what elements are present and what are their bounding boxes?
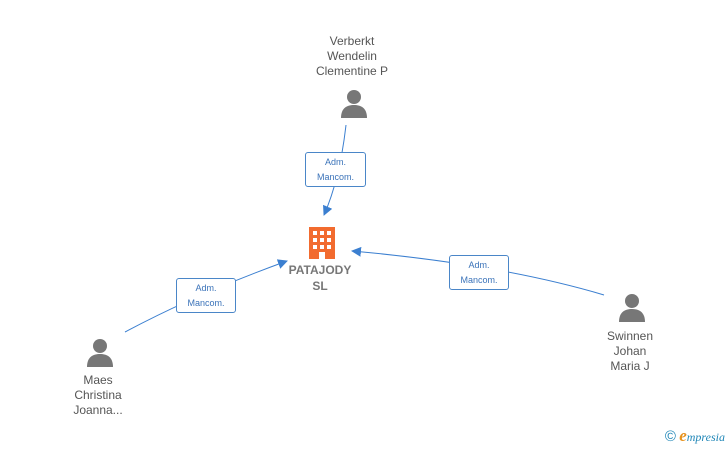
copyright-icon: © [664, 428, 676, 445]
edge-label-swinnen[interactable]: Adm. Mancom. [449, 255, 509, 290]
person-name-line: Christina [74, 388, 122, 402]
company-name-line2: SL [312, 279, 328, 293]
person-icon[interactable] [339, 88, 369, 118]
company-name-line1: PATAJODY [288, 263, 352, 277]
person-name-line: Johan [613, 344, 647, 358]
building-icon[interactable] [306, 225, 338, 259]
edge-label-verberkt[interactable]: Adm. Mancom. [305, 152, 366, 187]
person-name-line: Clementine P [315, 64, 389, 78]
person-name-line: Joanna... [73, 403, 123, 417]
person-name-line: Wendelin [327, 49, 377, 63]
edge-role-line1: Adm. [324, 157, 346, 167]
brand-watermark: © empresia [665, 426, 725, 446]
brand-initial: e [679, 426, 687, 445]
company-label[interactable]: PATAJODY SL [270, 262, 370, 294]
edge-label-maes[interactable]: Adm. Mancom. [176, 278, 236, 313]
brand-name: mpresia [686, 430, 725, 444]
edge-role-line2: Mancom. [187, 298, 225, 308]
person-label-verberkt[interactable]: Verberkt Wendelin Clementine P [302, 34, 402, 79]
person-icon[interactable] [85, 337, 115, 367]
person-name-line: Verberkt [329, 34, 375, 48]
person-label-maes[interactable]: Maes Christina Joanna... [48, 373, 148, 418]
edge-role-line2: Mancom. [316, 172, 354, 182]
person-name-line: Maes [83, 373, 113, 387]
edge-role-line1: Adm. [468, 260, 490, 270]
person-label-swinnen[interactable]: Swinnen Johan Maria J [580, 329, 680, 374]
person-icon[interactable] [617, 292, 647, 322]
person-name-line: Maria J [610, 359, 650, 373]
edge-role-line1: Adm. [195, 283, 217, 293]
edge-role-line2: Mancom. [460, 275, 498, 285]
person-name-line: Swinnen [606, 329, 654, 343]
